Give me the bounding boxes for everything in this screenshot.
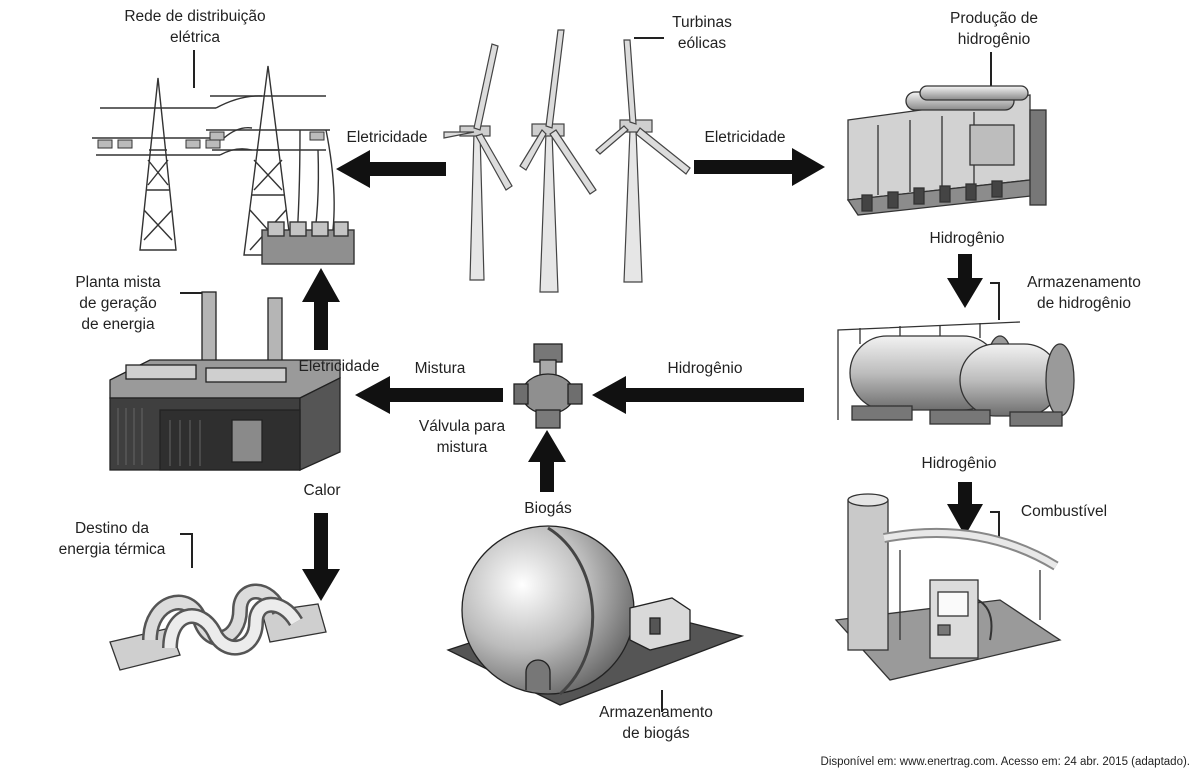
arrow-valve-to-plant <box>355 376 503 414</box>
hydrogen-storage-illustration <box>837 321 1075 427</box>
label-fuel: Combustível <box>1020 503 1108 520</box>
label-electricity-plant: Eletricidade <box>298 358 380 375</box>
label-mixing-valve: Válvula para mistura <box>418 418 506 456</box>
arrow-wind-to-grid <box>336 150 446 188</box>
label-electricity-right: Eletricidade <box>704 129 786 146</box>
power-plant-illustration <box>109 291 341 472</box>
arrow-biogas-to-valve <box>528 430 566 492</box>
label-heat: Calor <box>303 482 341 499</box>
label-biogas: Biogás <box>524 500 572 517</box>
label-hydrogen-3: Hidrogênio <box>921 455 997 472</box>
hydrogen-production-illustration <box>846 85 1047 216</box>
label-power-grid: Rede de distribuição elétrica <box>124 8 266 46</box>
leader-lines <box>180 37 1000 712</box>
wind-turbines-illustration <box>443 29 691 293</box>
arrow-heat-down <box>302 513 340 601</box>
arrow-hydrogen-down-1 <box>947 254 983 308</box>
arrow-hydrogen-down-2 <box>947 482 983 536</box>
label-biogas-storage: Armazenamento de biogás <box>599 704 713 742</box>
label-heat-destination: Destino da energia térmica <box>58 520 166 558</box>
heat-destination-illustration <box>109 583 327 671</box>
fuel-station-illustration <box>834 493 1062 681</box>
label-mixed-plant: Planta mista de geração de energia <box>75 274 161 333</box>
label-electricity-left: Eletricidade <box>346 129 428 146</box>
label-hydrogen-storage: Armazenamento de hidrogênio <box>1027 274 1141 312</box>
arrow-plant-to-grid <box>302 268 340 350</box>
power-grid-illustration <box>92 65 355 265</box>
label-wind-turbines: Turbinas eólicas <box>672 14 732 52</box>
source-credit: Disponível em: www.enertrag.com. Acesso … <box>820 756 1190 768</box>
arrow-wind-to-hydrogen <box>694 148 825 186</box>
mixing-valve-illustration <box>513 343 583 429</box>
label-hydrogen-2: Hidrogênio <box>667 360 743 377</box>
label-hydrogen-1: Hidrogênio <box>929 230 1005 247</box>
biogas-storage-illustration <box>446 525 745 706</box>
label-mixture: Mistura <box>414 360 466 377</box>
label-hydrogen-production: Produção de hidrogênio <box>950 10 1038 48</box>
arrow-hydrogen-to-valve <box>592 376 804 414</box>
